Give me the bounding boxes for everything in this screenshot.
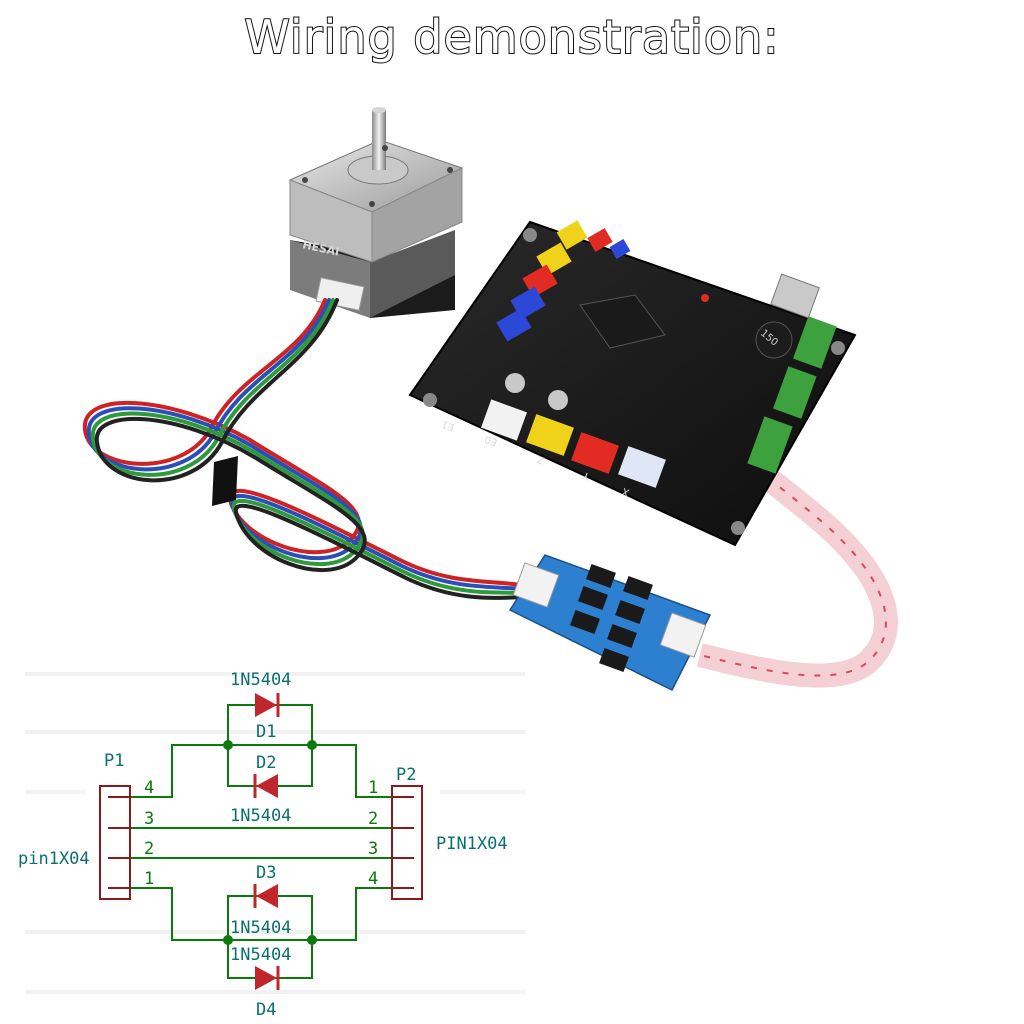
- connector-label-y: Y: [581, 469, 592, 482]
- diode-d4-symbol: [255, 966, 280, 990]
- p1-pin-2: 2: [144, 839, 154, 859]
- d2-value: 1N5404: [230, 806, 291, 826]
- connector-label-x: X: [621, 485, 631, 498]
- connector-label-e1: E1: [440, 418, 456, 433]
- d1-value: 1N5404: [230, 670, 291, 690]
- control-board: 150 E1 E0 Z Y X: [408, 220, 857, 547]
- module-label-p1: P1: [682, 668, 697, 683]
- diode-d2-symbol: [253, 774, 278, 798]
- junction-dots: [223, 740, 317, 945]
- p1-name: P1: [104, 751, 124, 771]
- p1-pin-4: 4: [144, 778, 154, 798]
- p2-pin-4: 4: [368, 869, 378, 889]
- p2-name: P2: [396, 765, 416, 785]
- p2-pin-1: 1: [368, 778, 378, 798]
- d3-value: 1N5404: [230, 918, 291, 938]
- connector-p1-symbol: [99, 785, 131, 900]
- d1-ref: D1: [256, 722, 276, 742]
- d4-ref: D4: [256, 1000, 276, 1020]
- motor-cable: [82, 298, 528, 600]
- schematic: 1N5404 D1 D2 1N5404 D3 1N5404 1N5404 D4 …: [18, 670, 525, 1020]
- diode-d1-symbol: [255, 693, 280, 717]
- p1-pin-1: 1: [144, 869, 154, 889]
- p2-part: PIN1X04: [436, 834, 508, 854]
- connector-p2-symbol: [391, 785, 423, 900]
- p1-pin-3: 3: [144, 809, 154, 829]
- d2-ref: D2: [256, 753, 276, 773]
- page-title: Wiring demonstration:: [243, 9, 780, 65]
- diode-d3-symbol: [253, 884, 278, 908]
- p1-part: pin1X04: [18, 849, 90, 869]
- module-label-p2: P2: [510, 614, 525, 629]
- d3-ref: D3: [256, 863, 276, 883]
- diode-module: P2 P1: [508, 554, 712, 692]
- p2-pin-2: 2: [368, 809, 378, 829]
- p2-pin-3: 3: [368, 839, 378, 859]
- stepper-motor: HESAI: [288, 107, 464, 318]
- d4-value: 1N5404: [230, 945, 291, 965]
- connector-label-z: Z: [536, 453, 546, 466]
- connector-label-e0: E0: [483, 433, 499, 448]
